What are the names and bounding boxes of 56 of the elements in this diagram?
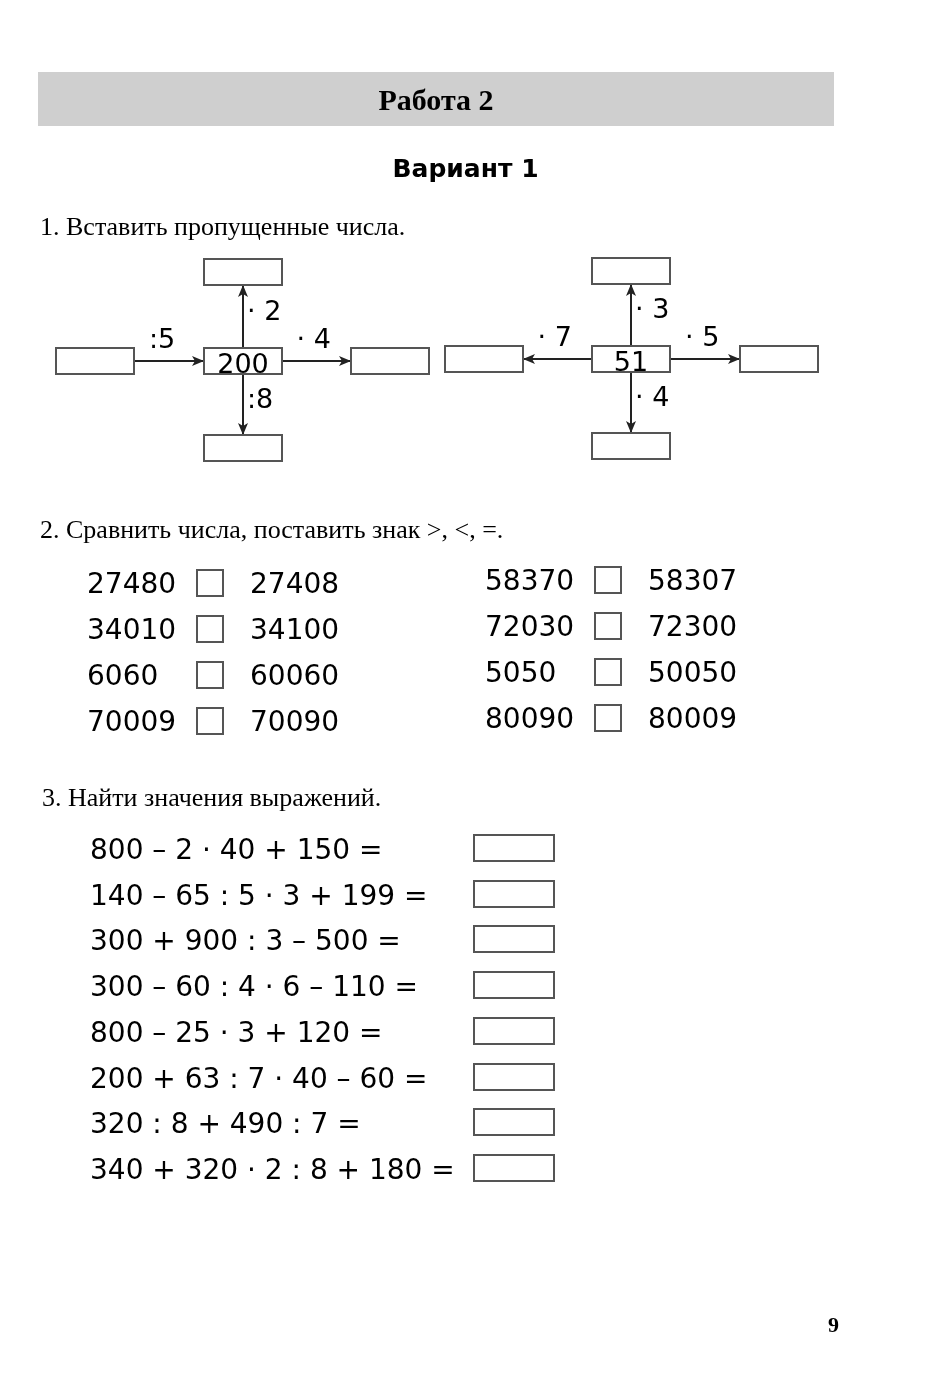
number: 58307 bbox=[648, 567, 738, 595]
edge-label: · 5 bbox=[685, 323, 720, 350]
arrow bbox=[134, 356, 204, 366]
expression: 340 + 320 · 2 : 8 + 180 = bbox=[90, 1155, 455, 1184]
variant-heading: Вариант 1 bbox=[391, 153, 540, 185]
expression: 300 – 60 : 4 · 6 – 110 = bbox=[90, 973, 419, 1002]
answer-box bbox=[739, 345, 819, 373]
arrow bbox=[670, 354, 740, 364]
edge-label: · 3 bbox=[635, 295, 670, 322]
title: Работа 2 bbox=[378, 81, 494, 118]
number: 27408 bbox=[250, 570, 340, 598]
edge-label: · 7 bbox=[537, 323, 572, 350]
arrow bbox=[238, 374, 248, 435]
expression: 200 + 63 : 7 · 40 – 60 = bbox=[90, 1064, 428, 1093]
number: 50050 bbox=[648, 659, 738, 687]
number: 6060 bbox=[87, 662, 159, 690]
arrow bbox=[523, 354, 592, 364]
expression: 320 : 8 + 490 : 7 = bbox=[90, 1110, 361, 1139]
number: 70090 bbox=[250, 708, 340, 736]
arrow bbox=[626, 372, 636, 433]
edge-label: :8 bbox=[247, 384, 274, 412]
expression: 800 – 2 · 40 + 150 = bbox=[90, 836, 383, 864]
answer-box bbox=[203, 434, 283, 462]
expression: 300 + 900 : 3 – 500 = bbox=[90, 927, 401, 956]
answer-box bbox=[350, 347, 430, 375]
number: 34010 bbox=[87, 616, 177, 644]
answer-box bbox=[203, 258, 283, 286]
number-box: 51 bbox=[591, 345, 671, 373]
answer-box bbox=[444, 345, 524, 373]
number: 58370 bbox=[485, 567, 575, 595]
number: 80090 bbox=[485, 705, 575, 733]
edge-label: :5 bbox=[149, 325, 176, 352]
task-text: 3. Найти значения выражений. bbox=[42, 782, 382, 814]
expression: 800 – 25 · 3 + 120 = bbox=[90, 1018, 383, 1047]
number: 5050 bbox=[485, 659, 557, 687]
edge-label: · 4 bbox=[296, 325, 331, 352]
number: 34100 bbox=[250, 616, 340, 644]
number: 27480 bbox=[87, 570, 177, 598]
number: 60060 bbox=[250, 662, 340, 690]
arrow bbox=[238, 285, 248, 348]
arrow bbox=[282, 356, 351, 366]
number: 70009 bbox=[87, 708, 177, 736]
answer-box bbox=[55, 347, 135, 375]
number: 80009 bbox=[648, 705, 738, 733]
task-text: 2. Сравнить числа, поставить знак >, <, =. bbox=[40, 514, 504, 546]
number-box: 200 bbox=[203, 347, 283, 375]
page-number: 9 bbox=[828, 1311, 839, 1339]
expression: 140 – 65 : 5 · 3 + 199 = bbox=[90, 881, 428, 910]
answer-box bbox=[591, 432, 671, 460]
arrow bbox=[626, 284, 636, 346]
edge-label: · 2 bbox=[247, 296, 282, 324]
number: 72030 bbox=[485, 613, 575, 641]
number: 72300 bbox=[648, 613, 738, 641]
edge-label: · 4 bbox=[635, 382, 670, 410]
answer-box bbox=[591, 257, 671, 285]
task-text: 1. Вставить пропущенные числа. bbox=[40, 211, 406, 243]
